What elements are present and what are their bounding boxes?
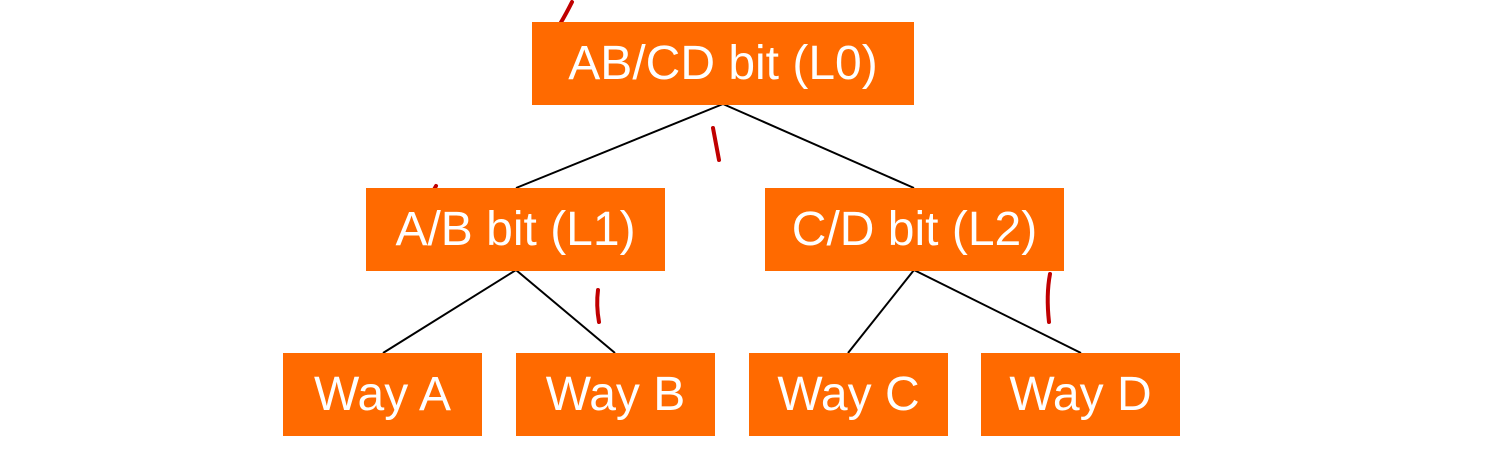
ink-mark-root-one (711, 126, 721, 162)
leaf-node-label: Way A (314, 367, 451, 421)
edge-ab-to-way-a (382, 269, 517, 354)
edge-cd-to-way-c (847, 269, 915, 354)
root-node-label: AB/CD bit (L0) (568, 36, 878, 90)
ink-mark-ab-one (595, 288, 601, 324)
tree-edges (382, 103, 1082, 354)
leaf-node-label: Way D (1009, 367, 1152, 421)
leaf-node-label: Way C (777, 367, 920, 421)
leaf-node-way-a: Way A (283, 353, 482, 436)
left-node-label: A/B bit (L1) (395, 202, 636, 256)
leaf-node-way-d: Way D (981, 353, 1180, 436)
edge-root-to-cd (722, 103, 915, 189)
edge-root-to-ab (515, 103, 724, 189)
edge-cd-to-way-d (913, 269, 1082, 354)
right-node: C/D bit (L2) (765, 188, 1064, 271)
root-node: AB/CD bit (L0) (532, 22, 914, 105)
right-node-label: C/D bit (L2) (791, 202, 1038, 256)
edge-ab-to-way-b (515, 269, 616, 354)
ink-mark-cd-one (1045, 272, 1052, 324)
leaf-node-way-b: Way B (516, 353, 715, 436)
leaf-node-label: Way B (545, 367, 686, 421)
leaf-node-way-c: Way C (749, 353, 948, 436)
left-node: A/B bit (L1) (366, 188, 665, 271)
